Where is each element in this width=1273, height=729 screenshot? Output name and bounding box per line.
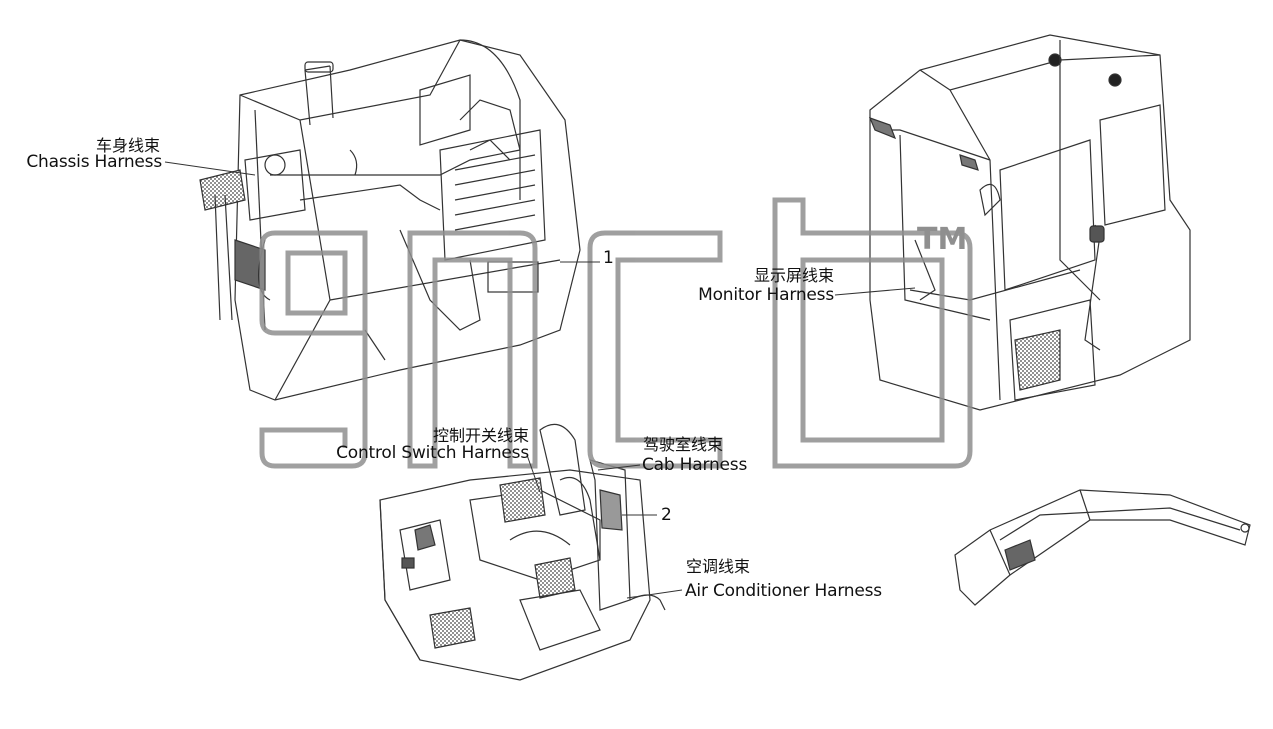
callout-2: 2: [661, 505, 672, 525]
cab-floor-drawing: [379, 423, 666, 681]
chassis-body-drawing: [199, 39, 581, 401]
chassis-label-cn: 车身线束: [95, 136, 160, 155]
boom-drawing: [954, 489, 1251, 606]
control-switch-label-cn: 控制开关线束: [432, 426, 529, 445]
air-conditioner-label-cn: 空调线束: [686, 557, 751, 576]
cab-label-cn: 驾驶室线束: [643, 435, 724, 454]
cab-drawing: [868, 34, 1191, 411]
control-switch-label-en: Control Switch Harness: [336, 443, 529, 463]
monitor-label-cn: 显示屏线束: [753, 266, 834, 285]
monitor-label-en: Monitor Harness: [698, 285, 834, 305]
leader-lines: [164, 161, 916, 599]
callout-1: 1: [603, 248, 614, 268]
cab-label-en: Cab Harness: [642, 455, 748, 475]
chassis-label-en: Chassis Harness: [26, 152, 162, 172]
air-conditioner-label-en: Air Conditioner Harness: [685, 581, 882, 601]
trademark-symbol: TM: [917, 222, 968, 257]
gncb-watermark: [259, 197, 973, 469]
